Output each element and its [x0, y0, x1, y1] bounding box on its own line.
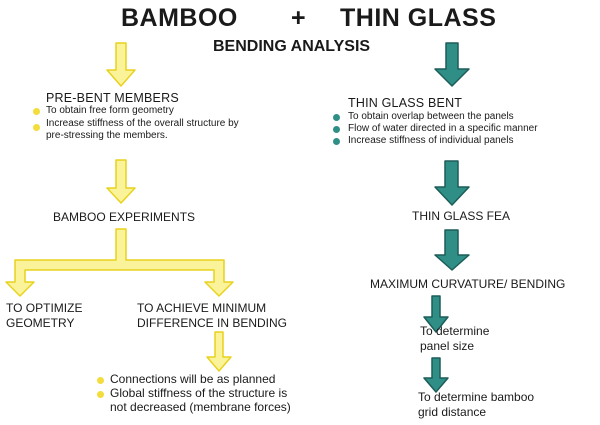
- panel-size-line-2: panel size: [420, 339, 475, 353]
- title-plus: +: [291, 4, 307, 32]
- min-diff-line-2: DIFFERENCE IN BENDING: [137, 316, 288, 330]
- grid-distance-line-1: To determine bamboo: [418, 390, 535, 404]
- bamboo-branch-connector: [5, 228, 234, 297]
- glass-arrow-1: [434, 42, 470, 87]
- max-curvature: MAXIMUM CURVATURE/ BENDING: [370, 277, 566, 291]
- thin-glass-fea: THIN GLASS FEA: [412, 209, 511, 223]
- pre-bent-heading: PRE-BENT MEMBERS: [46, 91, 179, 105]
- outcome-2: Global stiffness of the structure is: [110, 386, 288, 400]
- bamboo-experiments: BAMBOO EXPERIMENTS: [53, 210, 196, 224]
- glass-bent-heading: THIN GLASS BENT: [348, 96, 463, 110]
- subtitle: BENDING ANALYSIS: [213, 38, 371, 55]
- pre-bent-bullet-3: pre-stressing the members.: [46, 130, 168, 141]
- glass-arrow-2: [434, 160, 470, 206]
- bullet-dot-icon: [33, 124, 40, 131]
- glass-arrow-4: [423, 295, 449, 333]
- bamboo-arrow-2: [106, 159, 136, 204]
- optimize-line-2: GEOMETRY: [6, 316, 75, 330]
- bullet-dot-icon: [333, 126, 340, 133]
- title-thin-glass: THIN GLASS: [340, 4, 497, 32]
- bullet-dot-icon: [33, 108, 40, 115]
- bamboo-arrow-1: [106, 42, 136, 87]
- bullet-dot-icon: [97, 377, 104, 384]
- outcome-3: not decreased (membrane forces): [110, 400, 291, 414]
- panel-size-line-1: To determine: [420, 324, 490, 338]
- glass-bullet-3: Increase stiffness of individual panels: [348, 135, 514, 146]
- bamboo-arrow-3: [206, 331, 232, 372]
- bullet-dot-icon: [97, 391, 104, 398]
- pre-bent-bullet-1: To obtain free form geometry: [46, 105, 174, 116]
- glass-arrow-5: [423, 357, 449, 393]
- glass-bullet-1: To obtain overlap between the panels: [348, 111, 514, 122]
- optimize-line-1: TO OPTIMIZE: [6, 301, 83, 315]
- glass-bullet-2: Flow of water directed in a specific man…: [348, 123, 538, 134]
- title-bamboo: BAMBOO: [121, 4, 238, 32]
- outcome-1: Connections will be as planned: [110, 372, 276, 386]
- min-diff-line-1: TO ACHIEVE MINIMUM: [137, 301, 267, 315]
- glass-arrow-3: [434, 229, 470, 271]
- bullet-dot-icon: [333, 138, 340, 145]
- bullet-dot-icon: [333, 114, 340, 121]
- grid-distance-line-2: grid distance: [418, 405, 487, 419]
- pre-bent-bullet-2: Increase stiffness of the overall struct…: [46, 118, 239, 129]
